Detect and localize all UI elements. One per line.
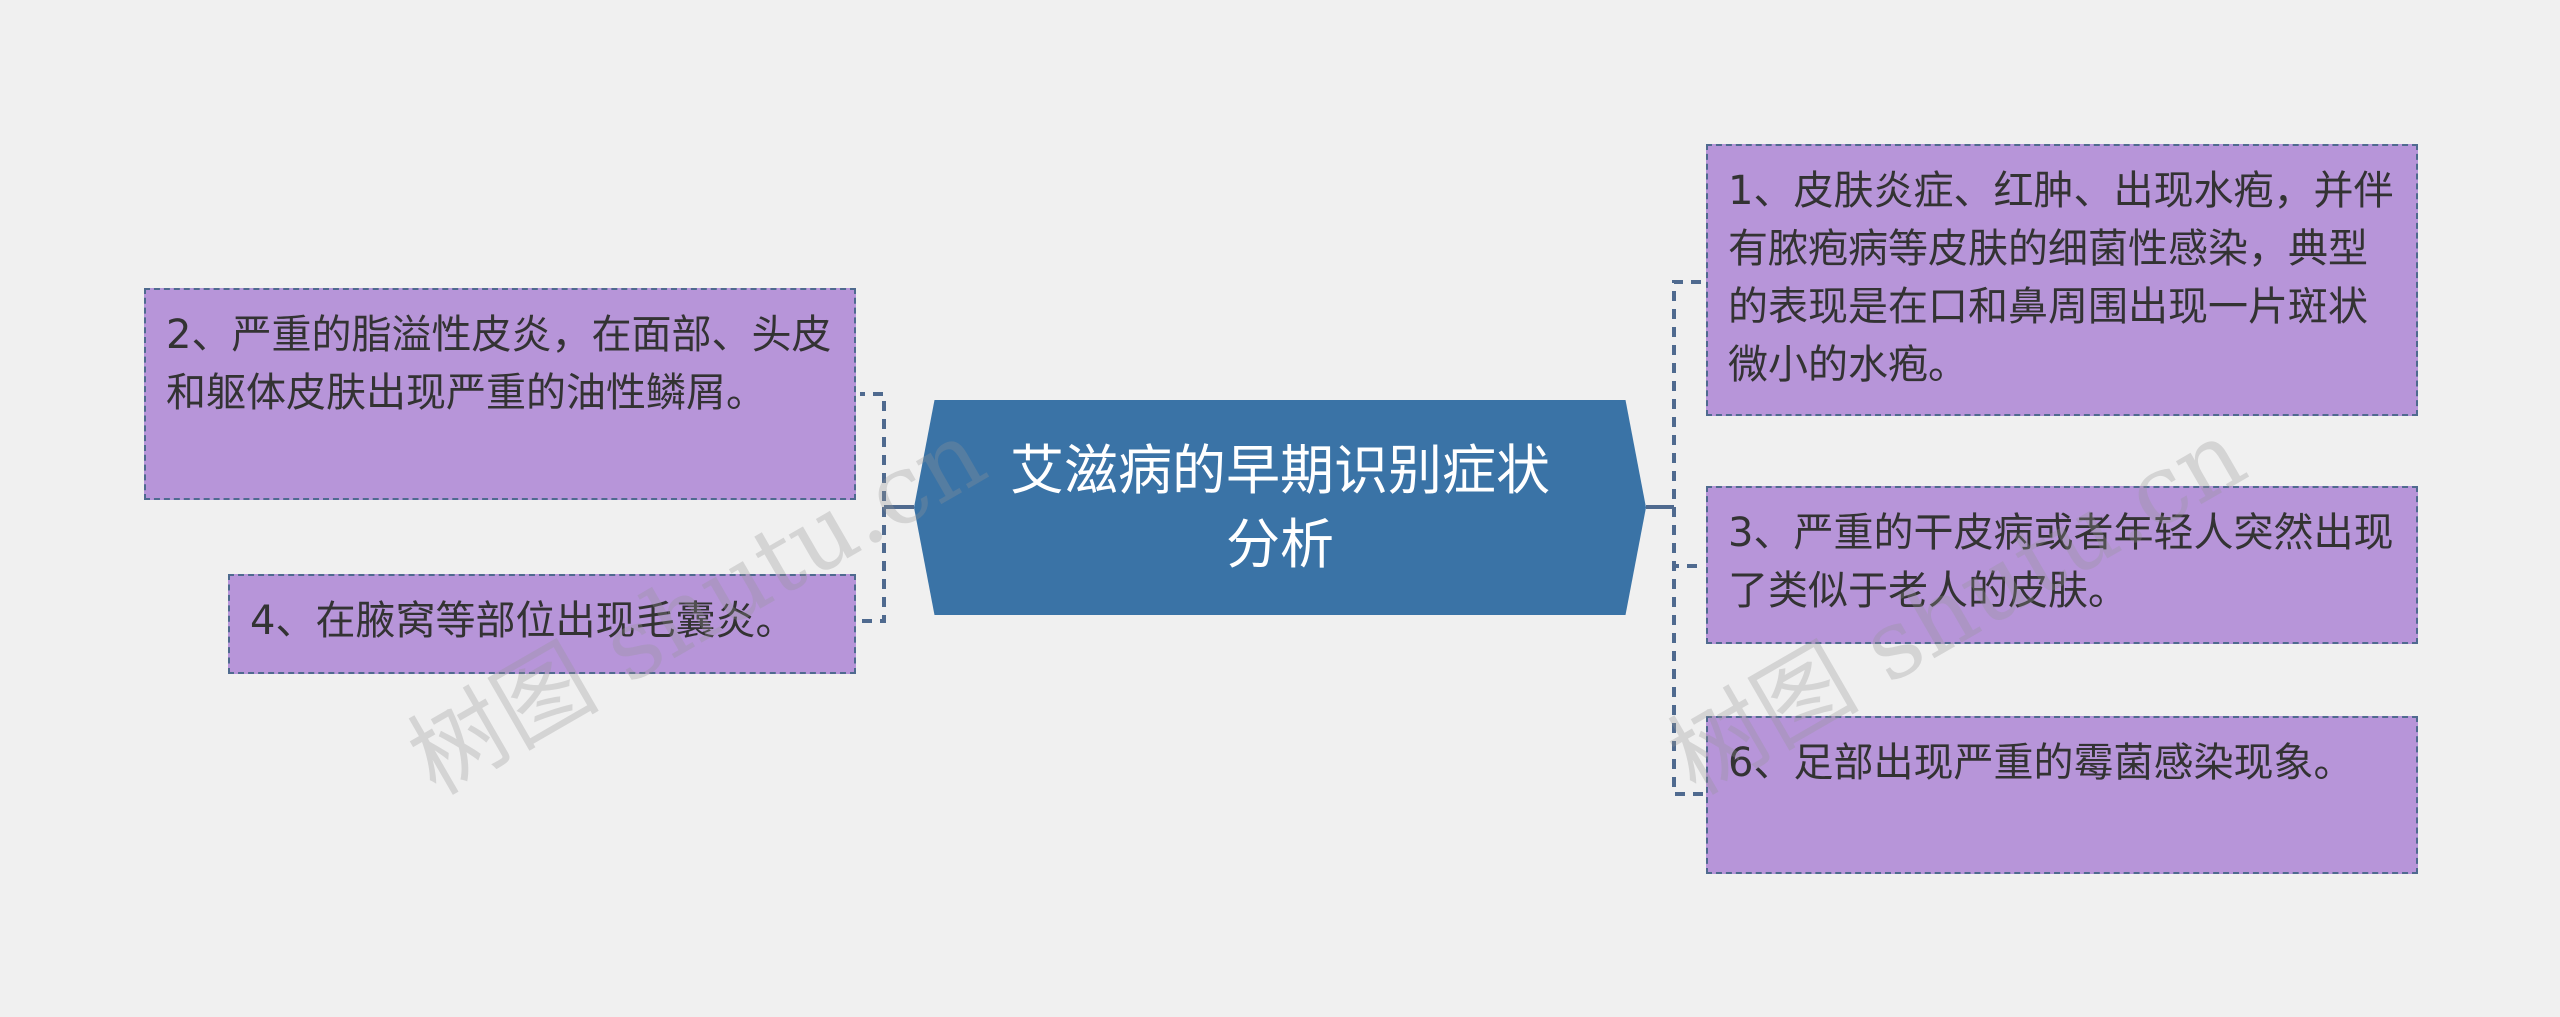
central-topic[interactable]: 艾滋病的早期识别症状分析 [914,400,1646,615]
topic-left-1[interactable]: 2、严重的脂溢性皮炎，在面部、头皮和躯体皮肤出现严重的油性鳞屑。 [144,288,856,500]
topic-right-2-text: 3、严重的干皮病或者年轻人突然出现了类似于老人的皮肤。 [1728,510,2394,614]
topic-left-1-text: 2、严重的脂溢性皮炎，在面部、头皮和躯体皮肤出现严重的油性鳞屑。 [166,312,832,416]
topic-right-3[interactable]: 6、足部出现严重的霉菌感染现象。 [1706,716,2418,874]
topic-left-2[interactable]: 4、在腋窝等部位出现毛囊炎。 [228,574,856,674]
topic-left-2-text: 4、在腋窝等部位出现毛囊炎。 [250,598,796,644]
central-topic-title: 艾滋病的早期识别症状分析 [1010,438,1550,576]
topic-right-2[interactable]: 3、严重的干皮病或者年轻人突然出现了类似于老人的皮肤。 [1706,486,2418,644]
topic-right-3-text: 6、足部出现严重的霉菌感染现象。 [1728,740,2354,786]
topic-right-1-text: 1、皮肤炎症、红肿、出现水疱，并伴有脓疱病等皮肤的细菌性感染，典型的表现是在口和… [1728,168,2394,388]
connector-left-trunk [860,392,914,623]
topic-right-1[interactable]: 1、皮肤炎症、红肿、出现水疱，并伴有脓疱病等皮肤的细菌性感染，典型的表现是在口和… [1706,144,2418,416]
connector-right-trunk [1646,280,1704,796]
